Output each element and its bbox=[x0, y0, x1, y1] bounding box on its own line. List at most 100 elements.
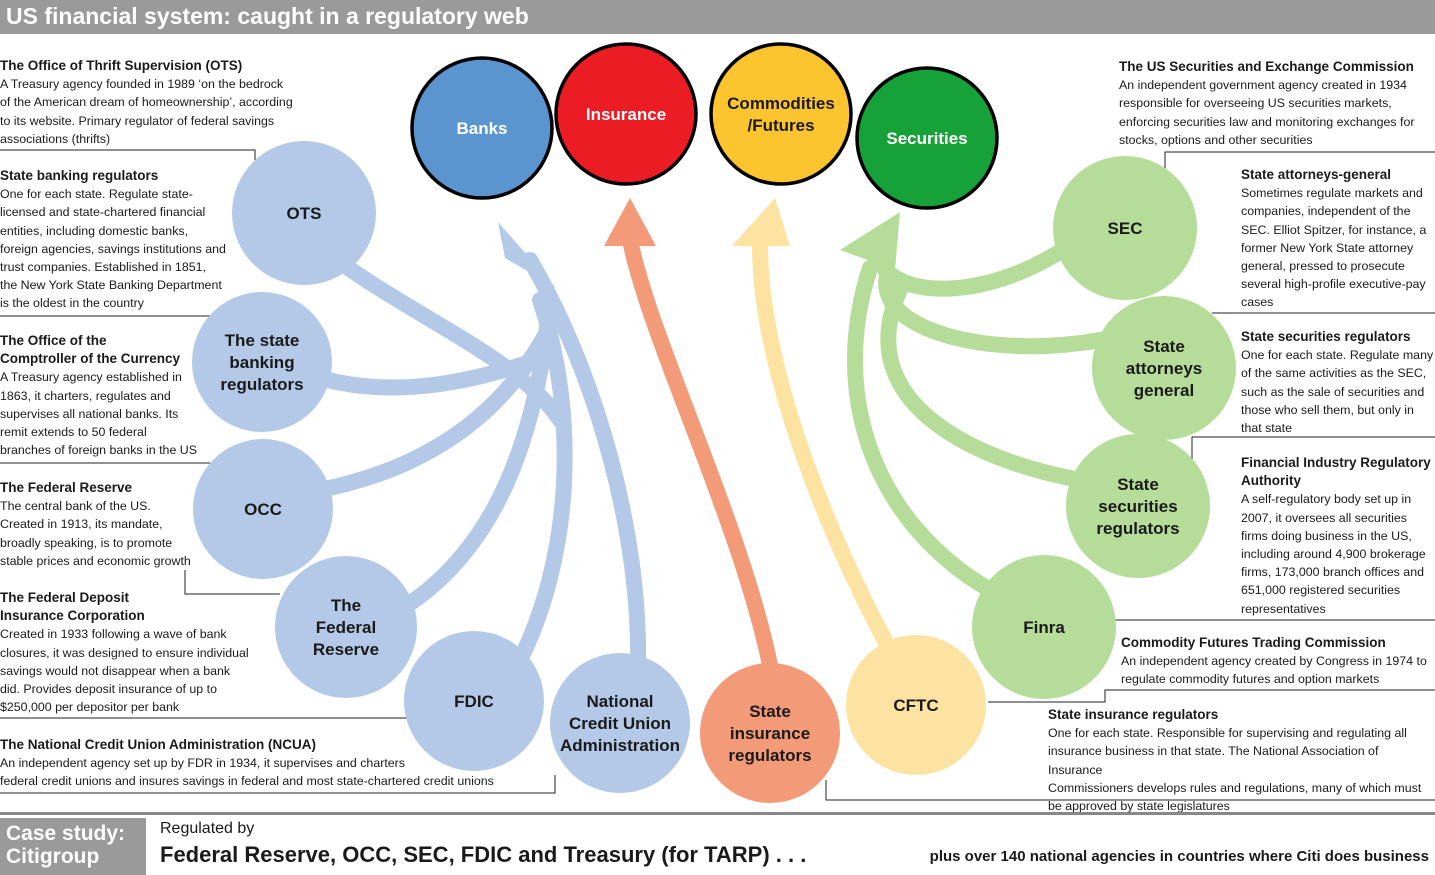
description-heading: The Office of the bbox=[0, 333, 107, 348]
page-title: US financial system: caught in a regulat… bbox=[6, 3, 529, 29]
circle-label-state-ag: general bbox=[1134, 381, 1194, 400]
case-study-label: Case study: bbox=[6, 822, 126, 845]
description-heading: Financial Industry Regulatory bbox=[1241, 455, 1431, 470]
description-line: associations (thrifts) bbox=[0, 131, 111, 146]
circle-label-state-banking: The state bbox=[225, 331, 300, 350]
circle-state-ag: State attorneys general bbox=[1092, 296, 1236, 440]
description-heading: Comptroller of the Currency bbox=[0, 351, 181, 367]
circle-label-fed: Federal bbox=[316, 618, 376, 637]
description-line: One for each state. Regulate many bbox=[1241, 348, 1434, 363]
circle-commodities: Commodities/Futures bbox=[709, 42, 853, 186]
case-study-box: Case study: Citigroup bbox=[0, 818, 146, 875]
description-heading: Authority bbox=[1241, 473, 1301, 489]
description-line: that state bbox=[1241, 421, 1292, 436]
circle-label-commodities: /Futures bbox=[747, 116, 814, 135]
circle-securities: Securities bbox=[855, 66, 999, 210]
description-line: remit extends to 50 federal bbox=[0, 425, 147, 440]
description-line: stable prices and economic growth bbox=[0, 553, 191, 568]
arrowhead-banks bbox=[498, 222, 556, 288]
circle-label-state-insurance: regulators bbox=[728, 746, 811, 765]
circle-occ: OCC bbox=[193, 439, 333, 579]
regulated-by-label: Regulated by bbox=[160, 820, 255, 837]
leader-fed bbox=[184, 570, 280, 595]
description-line: Created in 1913, its mandate, bbox=[0, 517, 163, 532]
description-line: One for each state. Regulate state- bbox=[0, 187, 193, 202]
circle-label-fdic: FDIC bbox=[454, 692, 494, 711]
arrow-sec bbox=[872, 237, 1078, 297]
description-line: responsible for overseeing US securities… bbox=[1119, 96, 1392, 111]
circle-sec: SEC bbox=[1053, 156, 1197, 300]
description-line: the New York State Banking Department bbox=[0, 278, 222, 293]
description-line: entities, including domestic banks, bbox=[0, 223, 189, 238]
description-line: 651,000 registered securities bbox=[1241, 583, 1401, 598]
description-line: Created in 1933 following a wave of bank bbox=[0, 627, 227, 642]
description-sec: The US Securities and Exchange Commissio… bbox=[1119, 58, 1435, 149]
title-bar: US financial system: caught in a regulat… bbox=[0, 0, 1435, 34]
description-line: regulate commodity futures and option ma… bbox=[1121, 672, 1380, 687]
description-line: firms, 173,000 branch offices and bbox=[1241, 565, 1424, 580]
circle-label-sec: SEC bbox=[1108, 219, 1143, 238]
circle-ots: OTS bbox=[232, 141, 376, 285]
circle-label-state-securities: State bbox=[1117, 475, 1159, 494]
description-heading: State securities regulators bbox=[1241, 329, 1411, 344]
circle-label-ncua: Administration bbox=[560, 736, 680, 755]
description-line: broadly speaking, is to promote bbox=[0, 535, 173, 550]
description-line: foreign agencies, savings institutions a… bbox=[0, 241, 226, 256]
leader-ncua bbox=[0, 775, 556, 794]
description-line: of the same activities as the SEC, bbox=[1241, 366, 1427, 381]
arrow-state-insurance bbox=[622, 232, 778, 673]
description-line: cases bbox=[1241, 295, 1274, 310]
description-line: firms doing business in the US, bbox=[1241, 528, 1412, 543]
description-line: An independent agency created by Congres… bbox=[1121, 654, 1427, 669]
circle-label-ncua: National bbox=[586, 692, 653, 711]
leader-state-insurance bbox=[825, 780, 1435, 801]
circle-label-securities: Securities bbox=[886, 129, 967, 148]
description-line: to its website. Primary regulator of fed… bbox=[0, 113, 275, 128]
circle-label-state-ag: attorneys bbox=[1126, 359, 1203, 378]
description-heading: The Federal Reserve bbox=[0, 480, 133, 495]
leader-ots bbox=[0, 149, 256, 160]
description-cftc: Commodity Futures Trading Commission An i… bbox=[1121, 634, 1435, 689]
circle-label-state-banking: regulators bbox=[220, 375, 303, 394]
circle-label-ncua: Credit Union bbox=[569, 714, 671, 733]
description-heading: State attorneys-general bbox=[1241, 167, 1392, 182]
arrowhead-commodities bbox=[732, 198, 790, 246]
description-line: licensed and state-chartered financial bbox=[0, 205, 206, 220]
regulators-list: Federal Reserve, OCC, SEC, FDIC and Trea… bbox=[160, 842, 807, 867]
circle-label-state-ag: State bbox=[1143, 337, 1185, 356]
circle-fdic: FDIC bbox=[404, 631, 544, 771]
description-line: federal credit unions and insures saving… bbox=[0, 774, 494, 789]
description-line: A Treasury agency established in bbox=[0, 370, 182, 385]
description-line: companies, independent of the bbox=[1241, 204, 1411, 219]
footer: Case study: Citigroup Regulated by Feder… bbox=[0, 812, 1435, 875]
description-heading: The Office of Thrift Supervision (OTS) bbox=[0, 58, 243, 73]
circle-label-state-securities: regulators bbox=[1096, 519, 1179, 538]
circle-cftc: CFTC bbox=[846, 635, 986, 775]
leader-sec bbox=[1164, 151, 1435, 170]
description-line: A self-regulatory body set up in bbox=[1241, 492, 1412, 507]
description-heading: Commodity Futures Trading Commission bbox=[1121, 635, 1386, 650]
circle-label-state-securities: securities bbox=[1098, 497, 1177, 516]
circle-label-commodities: Commodities bbox=[727, 94, 835, 113]
description-line: 2007, it oversees all securities bbox=[1241, 510, 1407, 525]
circle-label-insurance: Insurance bbox=[586, 105, 666, 124]
arrow-fed bbox=[392, 312, 556, 618]
description-line: branches of foreign banks in the US bbox=[0, 443, 197, 458]
arrow-ncua bbox=[522, 252, 647, 668]
arrow-cftc bbox=[752, 237, 898, 658]
description-line: supervises all national banks. Its bbox=[0, 406, 179, 421]
description-line: trust companies. Established in 1851, bbox=[0, 260, 206, 275]
description-heading: The Federal Deposit bbox=[0, 590, 130, 605]
description-line: representatives bbox=[1241, 601, 1326, 616]
description-line: of the American dream of homeownership’,… bbox=[0, 95, 293, 110]
circle-label-ots: OTS bbox=[287, 204, 322, 223]
